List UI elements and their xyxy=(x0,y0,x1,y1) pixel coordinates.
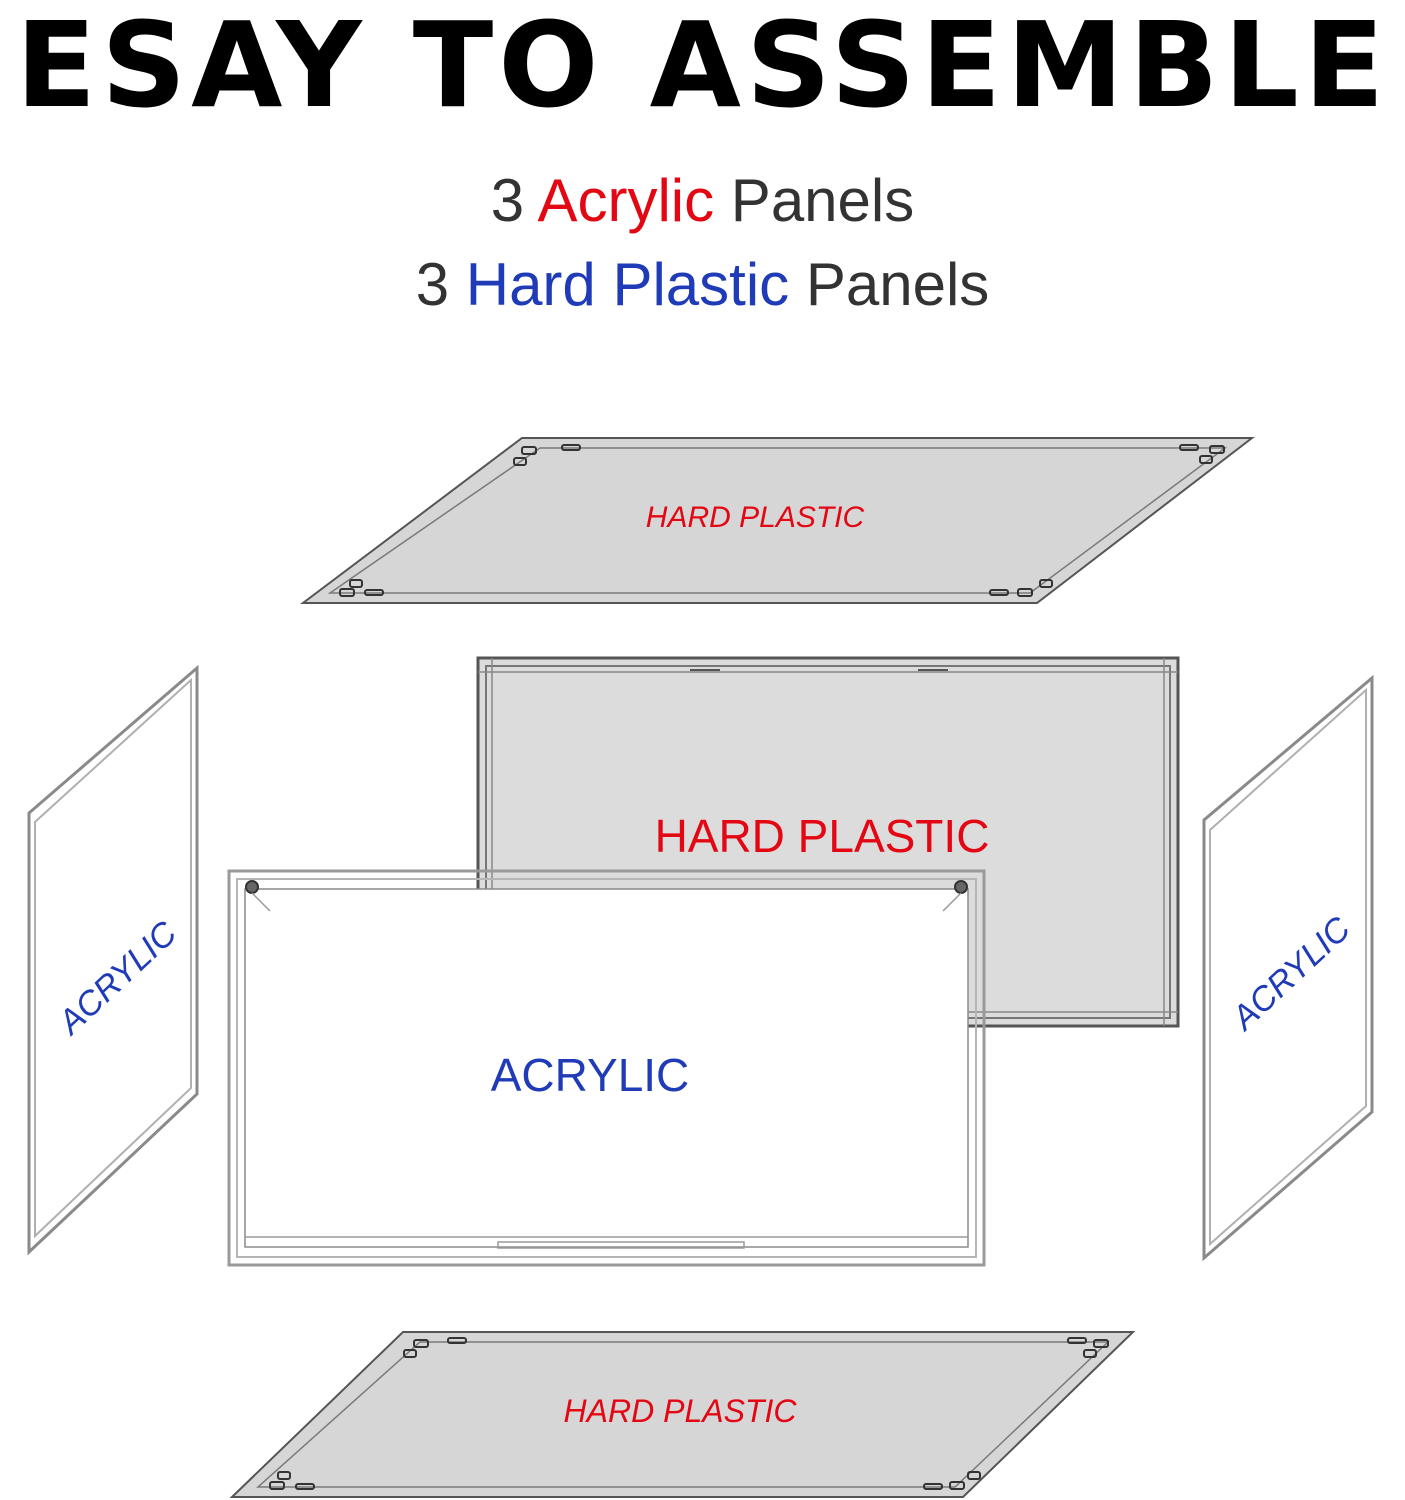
acrylic-panel-count-line: 3 Acrylic Panels xyxy=(0,166,1405,236)
front-acrylic-panel: ACRYLIC xyxy=(227,869,986,1267)
hard-plastic-panel-count-line: 3 Hard Plastic Panels xyxy=(0,250,1405,320)
hard-plastic-panels-word: Panels xyxy=(805,251,990,318)
back-panel-label: HARD PLASTIC xyxy=(655,810,990,862)
top-panel-label: HARD PLASTIC xyxy=(646,501,865,534)
right-acrylic-panel: ACRYLIC xyxy=(1202,674,1374,1262)
front-panel-corner-screws xyxy=(245,880,968,912)
bottom-panel-corner-clips xyxy=(269,1337,1109,1490)
acrylic-panels-word: Panels xyxy=(730,167,915,234)
top-panel-corner-clips xyxy=(339,444,1225,597)
bottom-hard-plastic-panel: HARD PLASTIC xyxy=(229,1331,1136,1498)
headline-title: ESAY TO ASSEMBLE xyxy=(15,0,1390,134)
acrylic-material-name: Acrylic xyxy=(537,167,715,234)
top-hard-plastic-panel: HARD PLASTIC xyxy=(300,437,1255,604)
hard-plastic-material-name: Hard Plastic xyxy=(465,251,790,318)
front-panel-label: ACRYLIC xyxy=(491,1049,690,1101)
bottom-panel-label: HARD PLASTIC xyxy=(564,1393,798,1429)
hard-plastic-count: 3 xyxy=(415,251,450,318)
left-acrylic-panel: ACRYLIC xyxy=(27,664,199,1256)
acrylic-count: 3 xyxy=(490,167,525,234)
